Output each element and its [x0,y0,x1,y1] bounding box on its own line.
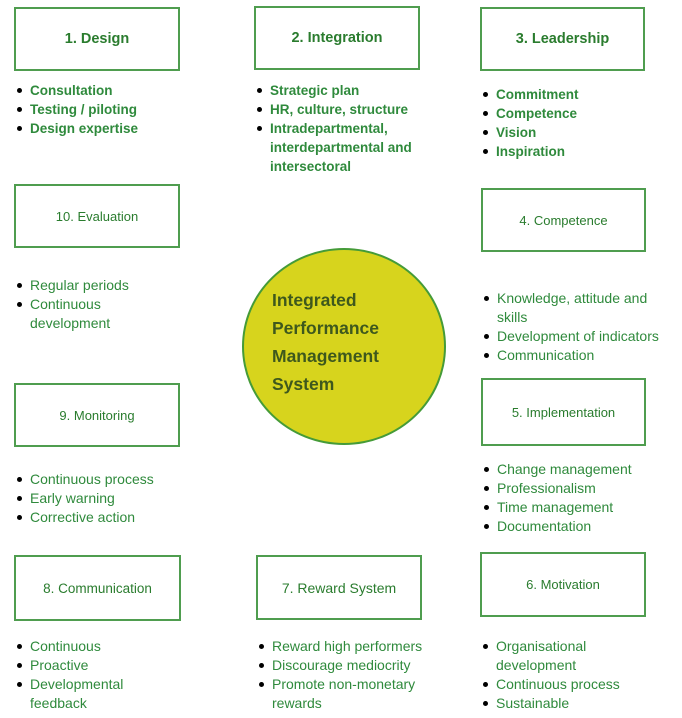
section-title: 5. Implementation [511,404,616,420]
bullet-item: Regular periods [14,276,229,295]
section-competence: 4. Competence Knowledge, attitude and sk… [481,188,682,365]
section-title: 6. Motivation [526,577,600,592]
bullet-item: Strategic plan [254,81,469,100]
bullet-item: Discourage mediocrity [256,656,471,675]
bullet-item: Knowledge, attitude and skills [481,289,682,327]
center-circle-label: Integrated Performance Management System [272,290,379,394]
bullet-item: Intradepartmental, interdepartmental and… [254,119,469,176]
bullet-item: Testing / piloting [14,100,229,119]
section-title: 7. Reward System [281,579,397,596]
title-box-evaluation: 10. Evaluation [14,184,180,248]
bullet-item: Time management [481,498,682,517]
bullet-item: Competence [480,104,682,123]
bullet-item: Continuous development [14,295,229,333]
bullet-item: Corrective action [14,508,229,527]
bullet-item: Documentation [481,517,682,536]
title-box-competence: 4. Competence [481,188,646,252]
bullet-item: Developmental feedback [14,675,229,713]
section-title: 1. Design [64,31,130,47]
section-title: 2. Integration [291,30,383,46]
title-box-design: 1. Design [14,7,180,71]
bullet-item: Design expertise [14,119,229,138]
title-box-integration: 2. Integration [254,6,420,70]
bullet-item: Continuous process [480,675,682,694]
bullet-item: Organisational development [480,637,682,675]
section-title: 4. Competence [519,212,608,228]
bullet-item: Early warning [14,489,229,508]
section-title: 9. Monitoring [59,407,135,423]
title-box-implementation: 5. Implementation [481,378,646,446]
center-circle: Integrated Performance Management System [242,248,446,445]
bullet-item: Inspiration [480,142,682,161]
title-box-reward-system: 7. Reward System [256,555,422,620]
title-box-communication: 8. Communication [14,555,181,621]
bullet-item: Commitment [480,85,682,104]
bullet-item: Reward high performers [256,637,471,656]
bullet-item: Professionalism [481,479,682,498]
title-box-monitoring: 9. Monitoring [14,383,180,447]
bullet-item: Communication [481,346,682,365]
bullet-item: Consultation [14,81,229,100]
bullet-item: Sustainable [480,694,682,713]
bullet-item: Vision [480,123,682,142]
section-title: 3. Leadership [515,31,610,47]
bullet-item: Continuous process [14,470,229,489]
bullet-item: HR, culture, structure [254,100,469,119]
section-motivation: 6. Motivation Organisational development… [480,552,682,713]
bullet-item: Change management [481,460,682,479]
title-box-motivation: 6. Motivation [480,552,646,617]
title-box-leadership: 3. Leadership [480,7,645,71]
section-title: 8. Communication [43,580,152,596]
bullet-item: Promote non-monetary rewards [256,675,471,713]
bullet-item: Continuous [14,637,229,656]
section-title: 10. Evaluation [55,208,139,224]
bullet-item: Development of indicators [481,327,682,346]
bullet-item: Proactive [14,656,229,675]
